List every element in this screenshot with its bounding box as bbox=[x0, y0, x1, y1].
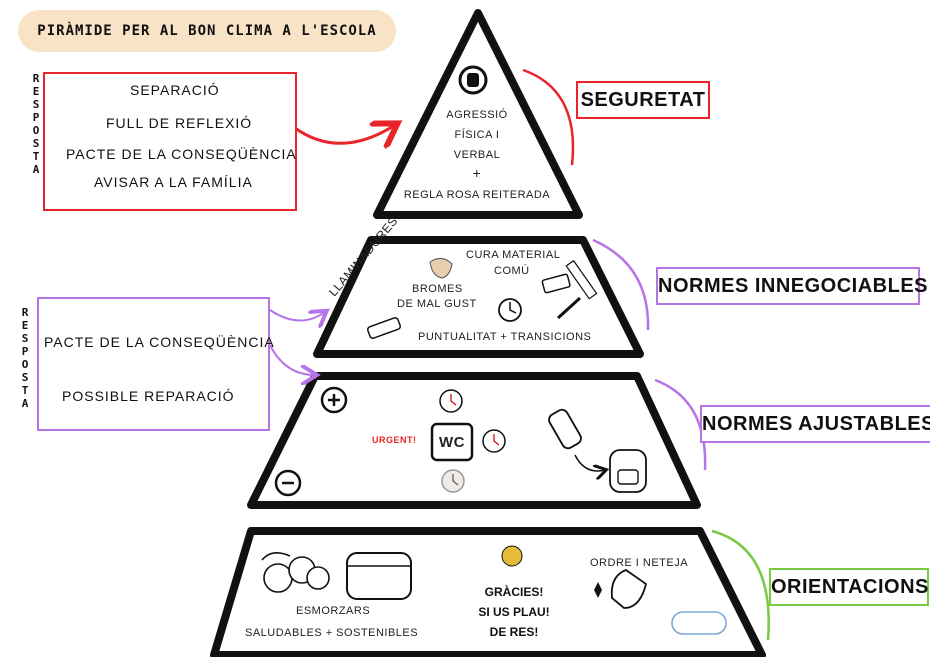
level1-line3: VERBAL bbox=[453, 149, 501, 161]
water-bottle-icon bbox=[548, 408, 582, 450]
level1-line1: AGRESSIÓ bbox=[446, 109, 508, 121]
fruit-icon bbox=[261, 552, 330, 593]
level-ajustables-shape bbox=[247, 372, 701, 509]
urgent-tag: URGENT! bbox=[372, 435, 417, 445]
sos-badge-text: SOS bbox=[65, 92, 85, 102]
label-normes-innegociables: NORMES INNEGOCIABLES bbox=[656, 267, 928, 305]
pencil-icon bbox=[556, 296, 582, 320]
level1-line4: REGLA ROSA REITERADA bbox=[403, 189, 551, 201]
clock-icon-top bbox=[439, 389, 463, 413]
level4-gracies-3: DE RES! bbox=[489, 625, 539, 639]
arrow-violet-1 bbox=[269, 310, 325, 321]
ruler-icon bbox=[565, 259, 598, 300]
violet-item-2: POSSIBLE REPARACIÓ bbox=[62, 388, 235, 404]
clock-icon-level2 bbox=[498, 298, 522, 322]
level4-gracies-1: GRÀCIES! bbox=[484, 585, 544, 599]
shell-icon bbox=[429, 258, 453, 279]
red-item-2: FULL DE REFLEXIÓ bbox=[106, 115, 253, 131]
mascot-icon bbox=[501, 545, 523, 567]
connector-orientacions bbox=[711, 529, 770, 641]
wc-sign bbox=[430, 422, 474, 462]
label-orientacions: ORIENTACIONS bbox=[769, 568, 929, 606]
level4-ordre: ORDRE I NETEJA bbox=[590, 557, 689, 569]
table-icon bbox=[671, 611, 727, 635]
backpack-icon bbox=[609, 449, 647, 493]
red-item-3: PACTE DE LA CONSEQÜÈNCIA bbox=[66, 146, 297, 162]
red-item-4: AVISAR A LA FAMÍLIA bbox=[94, 174, 253, 190]
arrow-red bbox=[294, 125, 395, 143]
level2-puntualitat: PUNTUALITAT + TRANSICIONS bbox=[418, 331, 592, 343]
violet-item-1: PACTE DE LA CONSEQÜÈNCIA bbox=[44, 334, 275, 350]
connector-ajustables bbox=[654, 378, 707, 471]
wc-text: WC bbox=[439, 434, 465, 451]
minus-circle-icon bbox=[274, 469, 302, 497]
red-item-1: SEPARACIÓ bbox=[130, 82, 220, 98]
label-seguretat: SEGURETAT bbox=[576, 81, 710, 119]
clock-icon-right bbox=[482, 429, 506, 453]
candy-icon bbox=[367, 316, 401, 340]
eraser-icon bbox=[541, 273, 571, 294]
lunchbox-icon bbox=[346, 552, 412, 600]
level1-plus: + bbox=[472, 165, 482, 181]
connector-seguretat bbox=[522, 68, 575, 166]
level1-line2: FÍSICA I bbox=[454, 129, 500, 141]
level4-esmorzars-1: ESMORZARS bbox=[296, 605, 371, 617]
plus-circle-icon bbox=[320, 386, 348, 414]
level2-bromes-1: BROMES bbox=[412, 283, 463, 295]
cleaning-hand-icon bbox=[594, 568, 648, 609]
level2-cura-1: CURA MATERIAL bbox=[466, 249, 561, 261]
response-box-violet bbox=[37, 297, 270, 431]
level2-bromes-2: DE MAL GUST bbox=[397, 298, 477, 310]
stop-hand-icon bbox=[458, 65, 488, 95]
connector-innegociables bbox=[592, 238, 650, 331]
response-box-red bbox=[43, 72, 297, 211]
diagram-title: PIRÀMIDE PER AL BON CLIMA A L'ESCOLA bbox=[18, 10, 396, 52]
clock-icon-bottom bbox=[441, 469, 465, 493]
level4-esmorzars-2: SALUDABLES + SOSTENIBLES bbox=[245, 627, 419, 639]
level2-cura-2: COMÚ bbox=[494, 265, 530, 277]
label-normes-ajustables: NORMES AJUSTABLES bbox=[700, 405, 930, 443]
level-seguretat-shape bbox=[373, 9, 583, 219]
level4-gracies-2: SI US PLAU! bbox=[478, 605, 550, 619]
arrow-violet-2 bbox=[269, 344, 315, 375]
